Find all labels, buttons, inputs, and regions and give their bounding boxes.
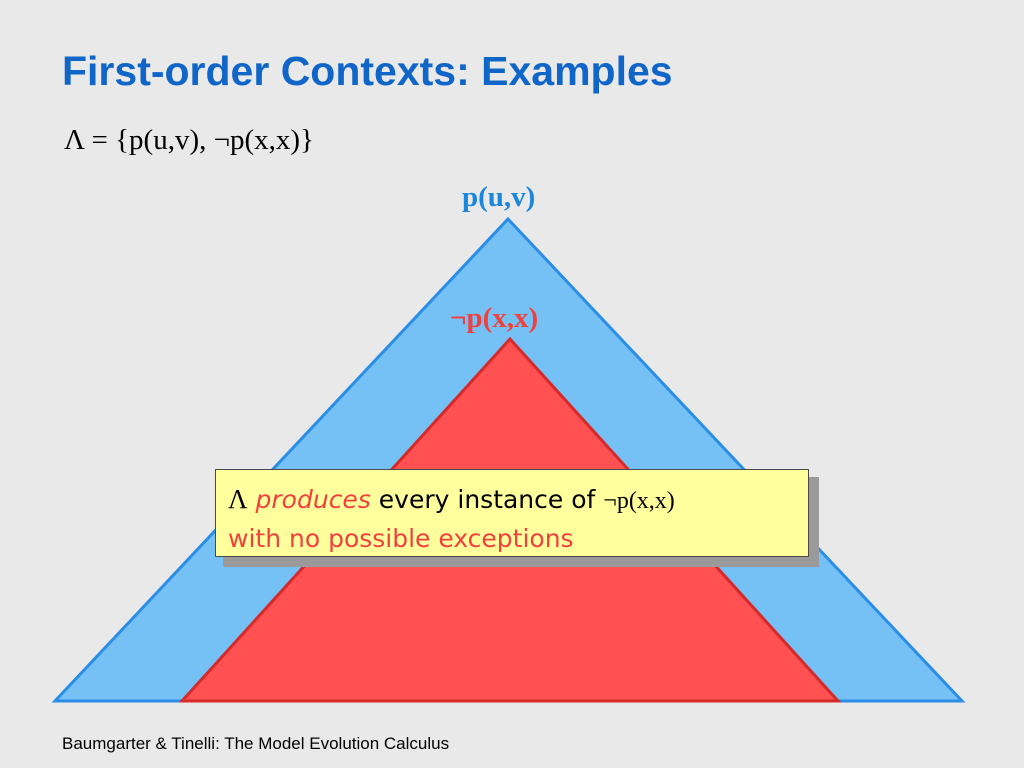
slide-title: First-order Contexts: Examples (62, 48, 673, 94)
callout-line-2: with no possible exceptions (228, 524, 574, 553)
callout-text: every instance of (378, 485, 596, 514)
slide-footer: Baumgarter & Tinelli: The Model Evolutio… (62, 734, 450, 753)
callout-expression: ¬p(x,x) (603, 488, 675, 514)
callout-box: Λ produces every instance of ¬p(x,x) wit… (215, 469, 809, 557)
callout-line-1: Λ produces every instance of ¬p(x,x) (228, 480, 796, 520)
inner-triangle-label: ¬p(x,x) (450, 302, 539, 334)
callout-emphasis: produces (255, 485, 371, 514)
lambda-formula: Λ = {p(u,v), ¬p(x,x)} (64, 124, 314, 156)
outer-triangle-label: p(u,v) (462, 181, 536, 213)
callout-symbol: Λ (228, 484, 248, 514)
